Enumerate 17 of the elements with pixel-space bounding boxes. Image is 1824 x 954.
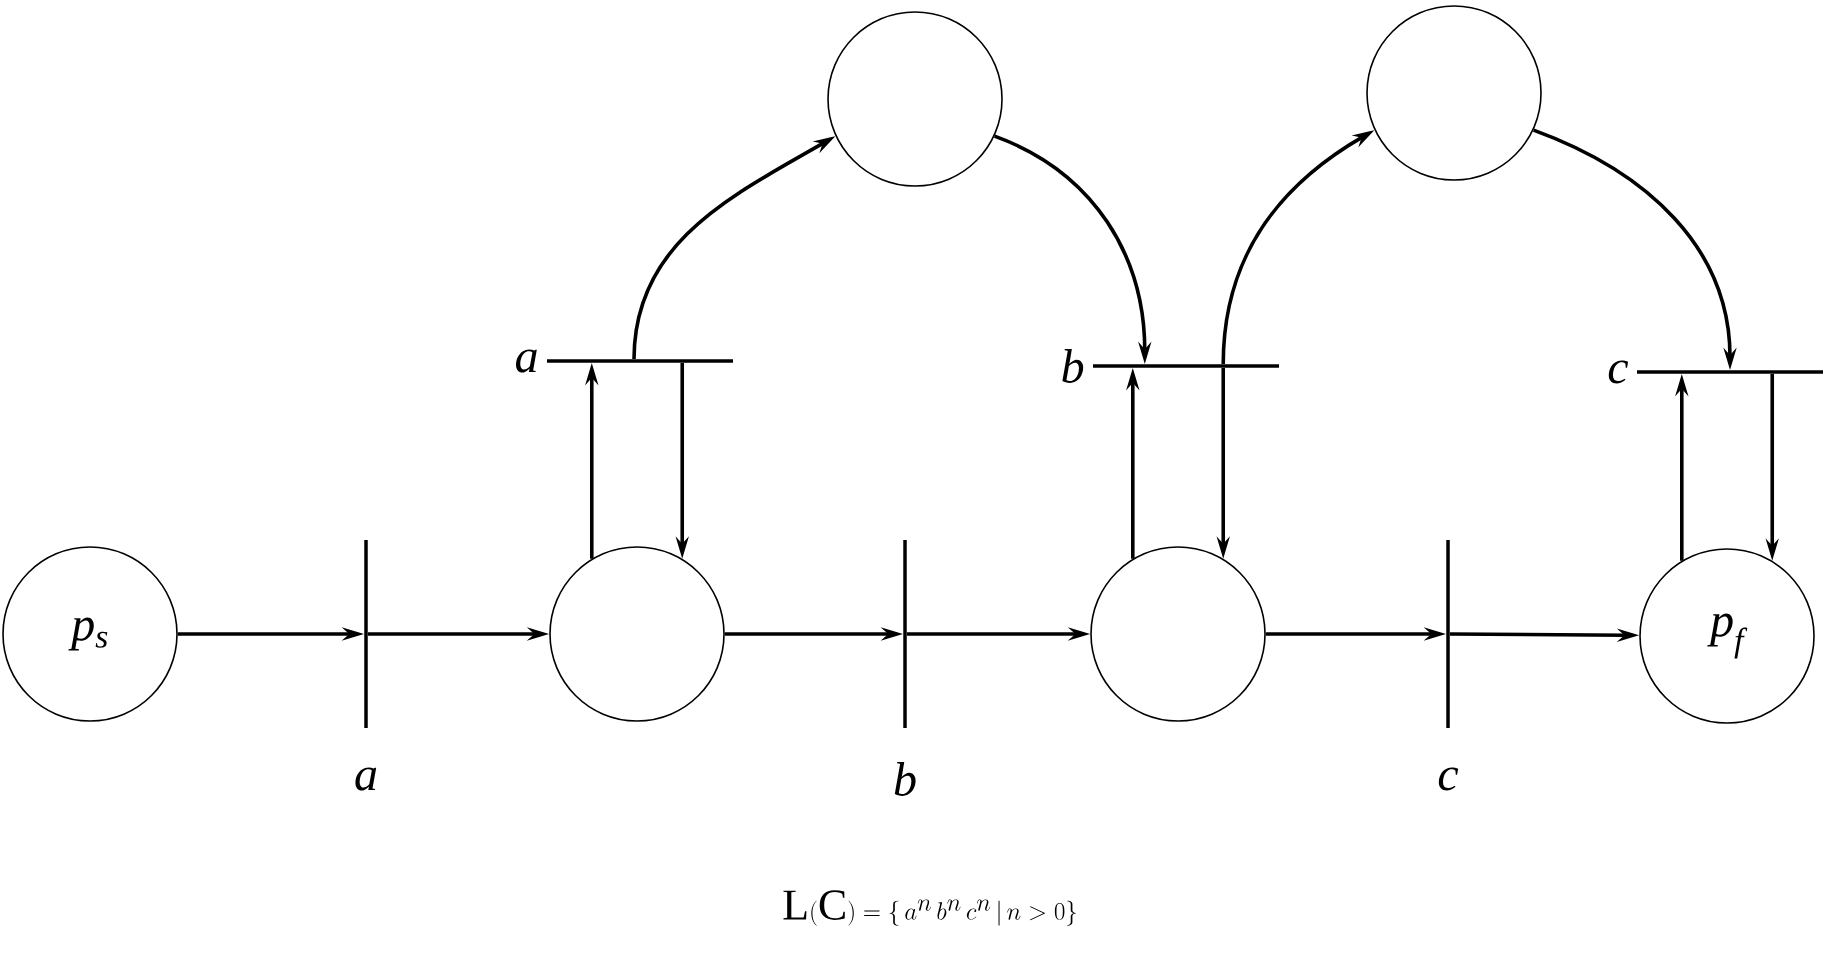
transition-bar [1637,370,1823,374]
transition-label: a [516,349,537,373]
transition-label: c [1608,360,1629,384]
transition-bar [364,540,368,728]
place-circle [827,11,1003,187]
transition-bar [1446,540,1450,728]
transition-label: a [355,767,377,791]
transition-bar [1093,364,1279,368]
formula-caption: $\mathrm{L(C)} = \{\,a^{n}\, b^{n}\, c^{n}\,|\, n > 0\}$ [783,890,1076,926]
transition-bar [547,359,733,363]
transition-label: b [894,762,916,796]
transition-label: b [1062,349,1084,383]
place-circle [549,546,725,722]
place-circle [1366,5,1542,181]
transition-label: c [1438,767,1459,791]
transition-bar [903,540,907,728]
place-circle [1090,546,1266,722]
